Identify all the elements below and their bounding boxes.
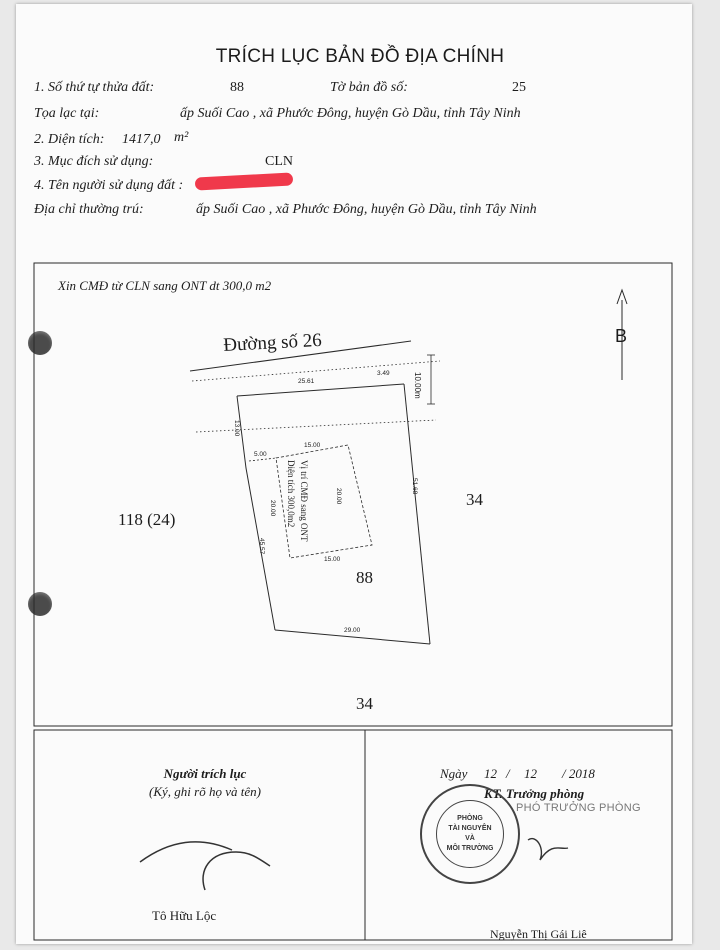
document-title: TRÍCH LỤC BẢN ĐỒ ĐỊA CHÍNH bbox=[215, 46, 505, 67]
address-label: Địa chỉ thường trú: bbox=[34, 202, 144, 217]
road-centerline bbox=[191, 360, 441, 382]
right-signer-name: Nguyễn Thị Gái Liê bbox=[490, 927, 587, 941]
seal-line-3: VÀ bbox=[465, 835, 475, 842]
purpose-label: 3. Mục đích sử dụng: bbox=[34, 154, 154, 169]
conversion-area-outline bbox=[275, 444, 373, 559]
north-letter: B bbox=[615, 326, 628, 346]
location-value: ấp Suối Cao , xã Phước Đông, huyện Gò Dầ… bbox=[180, 106, 521, 121]
neighbor-parcel-south: 34 bbox=[356, 694, 373, 713]
dim-inner-offset: 5.00 bbox=[254, 451, 267, 458]
seal-line-2: TÀI NGUYÊN bbox=[448, 825, 492, 832]
purpose-value: CLN bbox=[265, 154, 293, 169]
document-sheet bbox=[16, 4, 692, 944]
road-top-edge bbox=[189, 340, 412, 372]
dim-bottom: 29.00 bbox=[344, 627, 361, 634]
dim-left-top: 13.00 bbox=[233, 420, 240, 437]
date-year: / 2018 bbox=[562, 766, 595, 781]
left-signer-title: Người trích lục bbox=[163, 766, 247, 781]
conversion-area-label: Vị trí CMĐ sang ONT Diện tích 300,0m2 bbox=[284, 460, 310, 542]
area-unit: m² bbox=[174, 130, 189, 145]
punch-hole-top bbox=[28, 331, 52, 355]
dim-road-width: 10.00m bbox=[413, 372, 422, 399]
signature-frame bbox=[33, 729, 673, 941]
official-seal: PHÒNG TÀI NGUYÊN VÀ MÔI TRƯỜNG bbox=[420, 784, 520, 884]
parcel-number-on-map: 88 bbox=[356, 568, 373, 587]
parcel-bottom-boundary bbox=[274, 629, 431, 645]
location-label: Tọa lạc tại: bbox=[34, 106, 100, 121]
punch-hole-bottom bbox=[28, 592, 52, 616]
map-sheet-value: 25 bbox=[512, 80, 526, 95]
area-label: 2. Diện tích: bbox=[34, 132, 105, 147]
seal-line-4: MÔI TRƯỜNG bbox=[446, 845, 494, 852]
map-note: Xin CMĐ từ CLN sang ONT dt 300,0 m2 bbox=[58, 278, 272, 293]
dim-top-small: 3.49 bbox=[377, 370, 390, 377]
date-day: 12 bbox=[484, 766, 497, 781]
dim-right: 51.68 bbox=[411, 478, 418, 495]
date-month: 12 bbox=[524, 766, 537, 781]
left-signer-name: Tô Hữu Lộc bbox=[152, 908, 217, 923]
right-signer-title: KT. Trưởng phòng bbox=[484, 786, 585, 801]
dim-top-width: 25.61 bbox=[298, 378, 315, 385]
parcel-right-boundary bbox=[403, 383, 431, 645]
map-frame bbox=[33, 262, 673, 727]
area-value: 1417,0 bbox=[122, 132, 161, 147]
left-signature-mark bbox=[139, 841, 271, 891]
dim-inner-top: 15.00 bbox=[304, 442, 321, 449]
address-value: ấp Suối Cao , xã Phước Đông, huyện Gò Dầ… bbox=[196, 202, 537, 217]
parcel-number-value: 88 bbox=[230, 80, 244, 95]
dim-inner-bottom: 15.00 bbox=[324, 556, 341, 563]
dim-inner-left: 20.00 bbox=[269, 500, 276, 517]
left-signer-instruction: (Ký, ghi rõ họ và tên) bbox=[149, 784, 261, 799]
seal-line-1: PHÒNG bbox=[457, 815, 483, 822]
dim-inner-right: 20.00 bbox=[335, 488, 342, 505]
right-signature-mark bbox=[527, 837, 569, 861]
date-prefix: Ngày bbox=[440, 766, 468, 781]
neighbor-parcel-east: 34 bbox=[466, 490, 483, 509]
parcel-number-label: 1. Số thứ tự thửa đất: bbox=[34, 80, 155, 95]
north-arrow-head bbox=[616, 288, 628, 305]
owner-label: 4. Tên người sử dụng đất : bbox=[34, 178, 184, 193]
dim-left-bottom: 45.57 bbox=[258, 538, 265, 555]
parcel-left-boundary bbox=[236, 395, 276, 631]
conversion-label-line1: Vị trí CMĐ sang ONT bbox=[299, 460, 309, 542]
road-lower-dotted bbox=[195, 419, 437, 433]
neighbor-parcel-west: 118 (24) bbox=[118, 510, 176, 529]
map-sheet-label: Tờ bản đồ số: bbox=[330, 80, 408, 95]
conversion-label-line2: Diện tích 300,0m2 bbox=[286, 460, 296, 528]
parcel-top-boundary bbox=[236, 383, 405, 397]
deputy-stamp-title: PHÓ TRƯỞNG PHÒNG bbox=[516, 802, 641, 814]
